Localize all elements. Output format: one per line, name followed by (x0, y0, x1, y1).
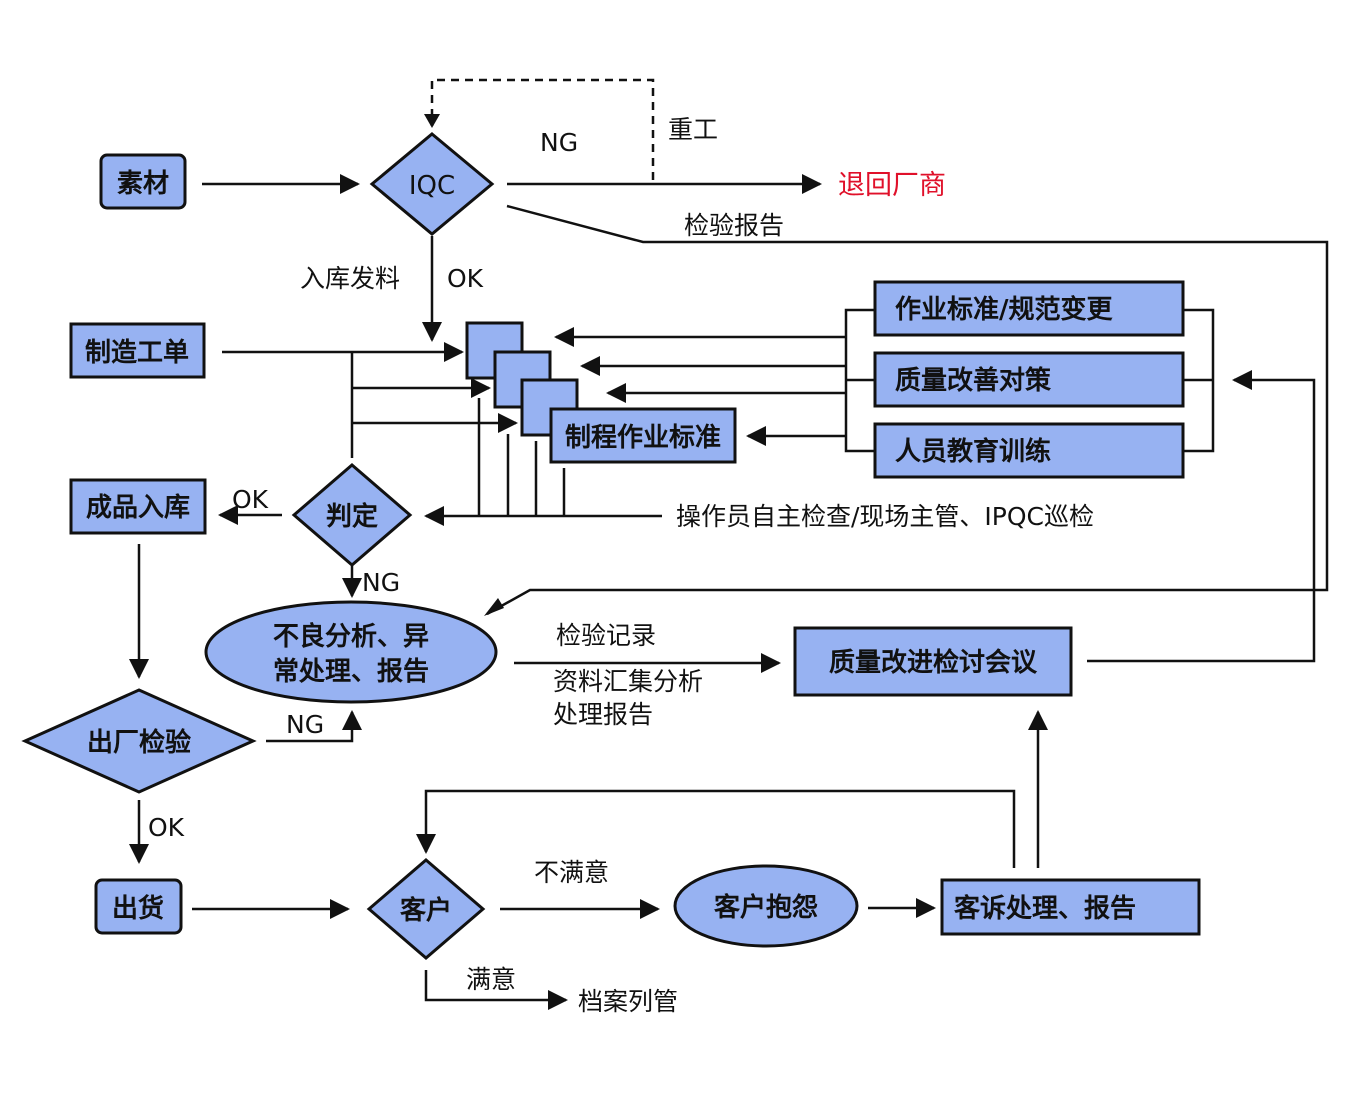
label-storage-issue: 入库发料 (300, 264, 400, 293)
process-standard-label: 制程作业标准 (565, 423, 721, 453)
node-work-order[interactable]: 制造工单 (69, 322, 206, 379)
label-outgoing-ok: OK (148, 813, 185, 842)
node-judge-decision[interactable]: 判定 (291, 463, 413, 567)
node-finished-storage[interactable]: 成品入库 (69, 478, 207, 535)
label-data-analysis: 资料汇集分析 (553, 667, 703, 696)
return-vendor-label: 退回厂商 (838, 170, 946, 201)
label-inspection-report: 检验报告 (684, 211, 784, 240)
judge-label: 判定 (326, 501, 378, 532)
node-defect-analysis[interactable]: 不良分析、异 常处理、报告 (204, 600, 498, 704)
staff-training-label: 人员教育训练 (895, 436, 1051, 467)
complaint-handling-label: 客诉处理、报告 (954, 893, 1136, 924)
customer-label: 客户 (400, 895, 452, 926)
rework-arrowhead (424, 114, 440, 128)
arrow-handling-to-customer (416, 789, 1016, 868)
arrow-customer-satisfied (424, 970, 568, 1010)
inspection-report-line (486, 204, 1329, 616)
report-arrowhead (484, 598, 504, 616)
node-quality-meeting[interactable]: 质量改进检讨会议 (793, 626, 1073, 697)
label-rework: 重工 (668, 115, 718, 144)
outgoing-inspection-label: 出厂检验 (87, 727, 191, 758)
defect-analysis-label-2: 常处理、报告 (273, 656, 429, 687)
label-self-check: 操作员自主检查/现场主管、IPQC巡检 (676, 502, 1094, 531)
work-order-label: 制造工单 (85, 338, 189, 368)
node-shipment[interactable]: 出货 (94, 878, 183, 935)
process-standard-box (549, 407, 737, 464)
node-raw-material[interactable]: 素材 (99, 153, 187, 210)
node-customer-decision[interactable]: 客户 (366, 858, 486, 960)
label-judge-ok: OK (232, 485, 269, 514)
label-dissatisfied: 不满意 (534, 858, 609, 887)
quality-meeting-label: 质量改进检讨会议 (829, 647, 1038, 678)
node-complaint-handling[interactable]: 客诉处理、报告 (940, 878, 1201, 936)
node-outgoing-inspection[interactable]: 出厂检验 (21, 688, 257, 794)
rework-dashed-line (430, 78, 655, 180)
customer-complaint-label: 客户抱怨 (714, 892, 818, 923)
label-iqc-ok: OK (447, 264, 484, 293)
edge-labels: NG 重工 检验报告 入库发料 OK OK NG 操作员自主检查/现场主管、IP… (148, 115, 1094, 1016)
defect-analysis-label-1: 不良分析、异 (273, 621, 429, 652)
label-outgoing-ng: NG (286, 710, 324, 739)
node-staff-training[interactable]: 人员教育训练 (873, 422, 1185, 479)
node-quality-measures[interactable]: 质量改善对策 (873, 351, 1185, 408)
iqc-label: IQC (409, 171, 455, 201)
label-judge-ng: NG (362, 568, 400, 597)
arrow-outgoing-ng (266, 710, 362, 743)
label-process-report: 处理报告 (553, 700, 653, 729)
node-customer-complaint[interactable]: 客户抱怨 (673, 864, 859, 948)
label-satisfied: 满意 (466, 965, 516, 994)
label-inspection-record: 检验记录 (556, 621, 656, 650)
finished-storage-label: 成品入库 (86, 493, 190, 523)
node-standard-change[interactable]: 作业标准/规范变更 (873, 280, 1185, 337)
process-standard-stack[interactable]: 制程作业标准 (465, 321, 737, 464)
raw-material-label: 素材 (117, 169, 169, 199)
quality-measures-label: 质量改善对策 (895, 365, 1051, 396)
node-iqc-decision[interactable]: IQC (369, 132, 495, 236)
meeting-to-improvement-loop (1087, 370, 1316, 663)
label-iqc-ng: NG (540, 128, 578, 157)
standard-change-label: 作业标准/规范变更 (895, 294, 1113, 325)
shipment-label: 出货 (112, 893, 164, 924)
connectors (129, 78, 1329, 1010)
label-archive: 档案列管 (578, 987, 678, 1016)
